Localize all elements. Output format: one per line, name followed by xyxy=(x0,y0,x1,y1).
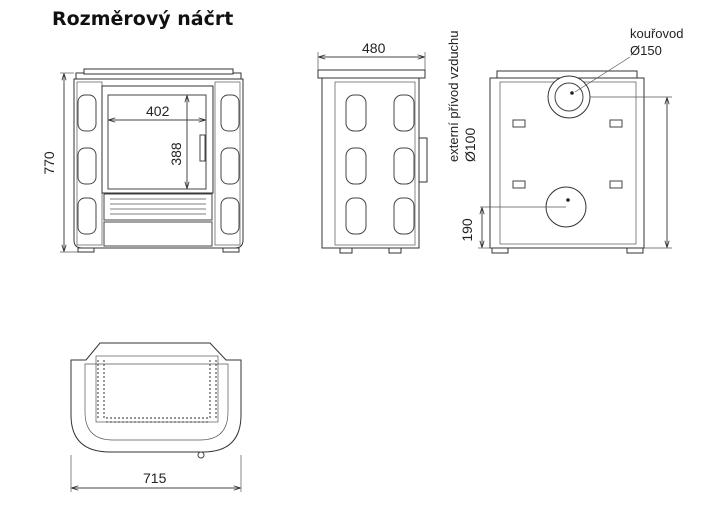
dimension-side-depth: 480 xyxy=(362,40,386,56)
dimension-190: 190 xyxy=(459,208,492,249)
dimension-388: 388 xyxy=(168,96,187,188)
rear-height-dimension xyxy=(644,98,672,249)
flue-diameter: Ø150 xyxy=(630,43,662,58)
dimension-door-width: 402 xyxy=(146,103,170,119)
air-inlet-diameter: Ø100 xyxy=(462,128,478,162)
dimension-top-width: 715 xyxy=(143,470,167,486)
air-inlet-label: externí přívod vzduchu xyxy=(446,30,461,162)
flue-label: kouřovod xyxy=(630,26,683,41)
page-title: Rozměrový náčrt xyxy=(52,8,234,30)
side-view xyxy=(317,69,428,254)
dimension-front-height: 770 xyxy=(41,151,57,175)
dimension-715: 715 xyxy=(70,455,242,492)
front-view xyxy=(73,68,244,253)
top-view xyxy=(70,342,242,459)
rear-view xyxy=(480,56,672,254)
dimension-air-inlet-height: 190 xyxy=(459,218,475,242)
dimension-480: 480 xyxy=(317,40,426,70)
dimension-770: 770 xyxy=(41,72,78,253)
dimension-door-height: 388 xyxy=(168,142,184,166)
